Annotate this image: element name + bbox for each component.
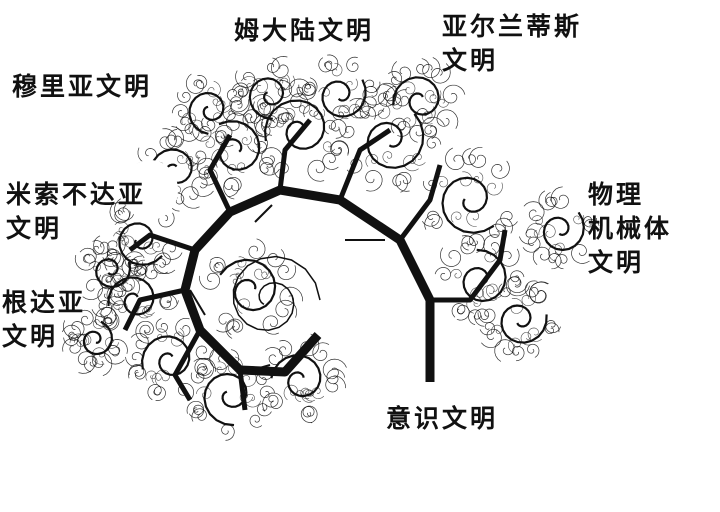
label-mu-civilization: 姆大陆文明 [234, 16, 375, 45]
spiral-foliage [61, 54, 600, 441]
label-muliya-civilization: 穆里亚文明 [12, 72, 153, 101]
label-misonda-civilization: 米索不达亚 文明 [6, 180, 147, 243]
main-branches [122, 118, 508, 411]
label-physical-mechanical-civilization: 物理 机械体 文明 [588, 180, 673, 277]
label-gendaya-civilization: 根达亚 文明 [2, 288, 87, 351]
label-consciousness-civilization: 意识文明 [386, 404, 499, 433]
label-atlantis-civilization: 亚尔兰蒂斯 文明 [442, 12, 583, 75]
